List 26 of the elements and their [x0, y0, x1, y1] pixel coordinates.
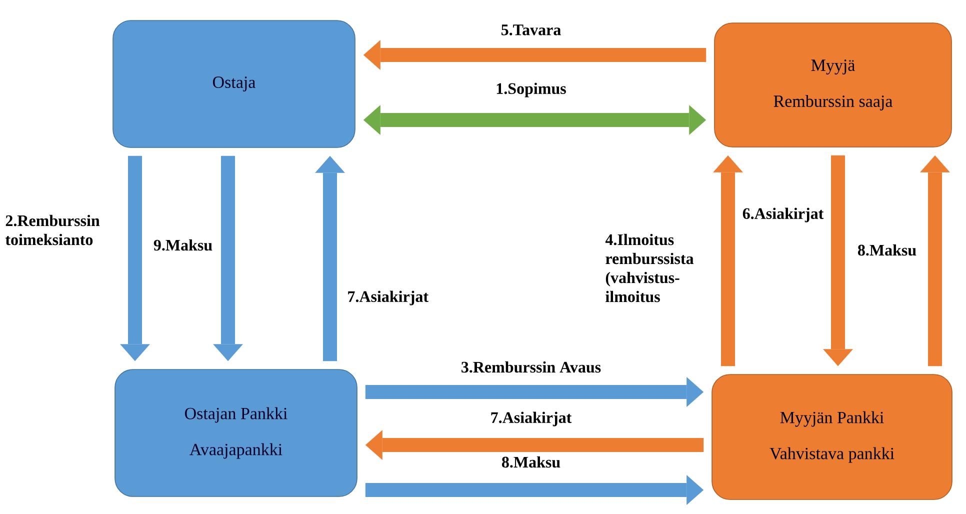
- block-arrow: [363, 105, 706, 135]
- edge-label: 3.Remburssin Avaus: [462, 361, 601, 373]
- process-box: Myyjä Remburssin saaja: [714, 22, 952, 148]
- process-box: Myyjän Pankki Vahvistava pankki: [712, 374, 952, 500]
- process-box: Ostajan Pankki Avaajapankki: [114, 369, 358, 497]
- edge-label: 6.Asiakirjat: [742, 208, 824, 222]
- block-arrow: [365, 377, 704, 407]
- edge-label: 4.Ilmoitus remburssista (vahvistus- ilmoitus: [605, 234, 694, 302]
- block-arrow: [365, 475, 704, 505]
- edge-label: 7.Asiakirjat: [348, 290, 428, 306]
- block-arrow: [120, 156, 150, 362]
- process-box: Ostaja: [112, 20, 356, 148]
- block-arrow: [315, 156, 345, 362]
- block-arrow: [363, 40, 706, 70]
- edge-label: 5.Tavara: [502, 24, 561, 36]
- edge-label: 9.Maksu: [154, 239, 212, 251]
- block-arrow: [213, 156, 243, 362]
- block-arrow: [365, 430, 704, 460]
- edge-label: 8.Maksu: [858, 244, 916, 256]
- block-arrow: [713, 155, 743, 366]
- edge-label: 2.Remburssin toimeksianto: [5, 214, 100, 246]
- edge-label: 8.Maksu: [502, 456, 560, 468]
- edge-label: 1.Sopimus: [496, 82, 566, 98]
- block-arrow: [920, 155, 950, 366]
- edge-label: 7.Asiakirjat: [491, 412, 572, 426]
- block-arrow: [823, 155, 853, 366]
